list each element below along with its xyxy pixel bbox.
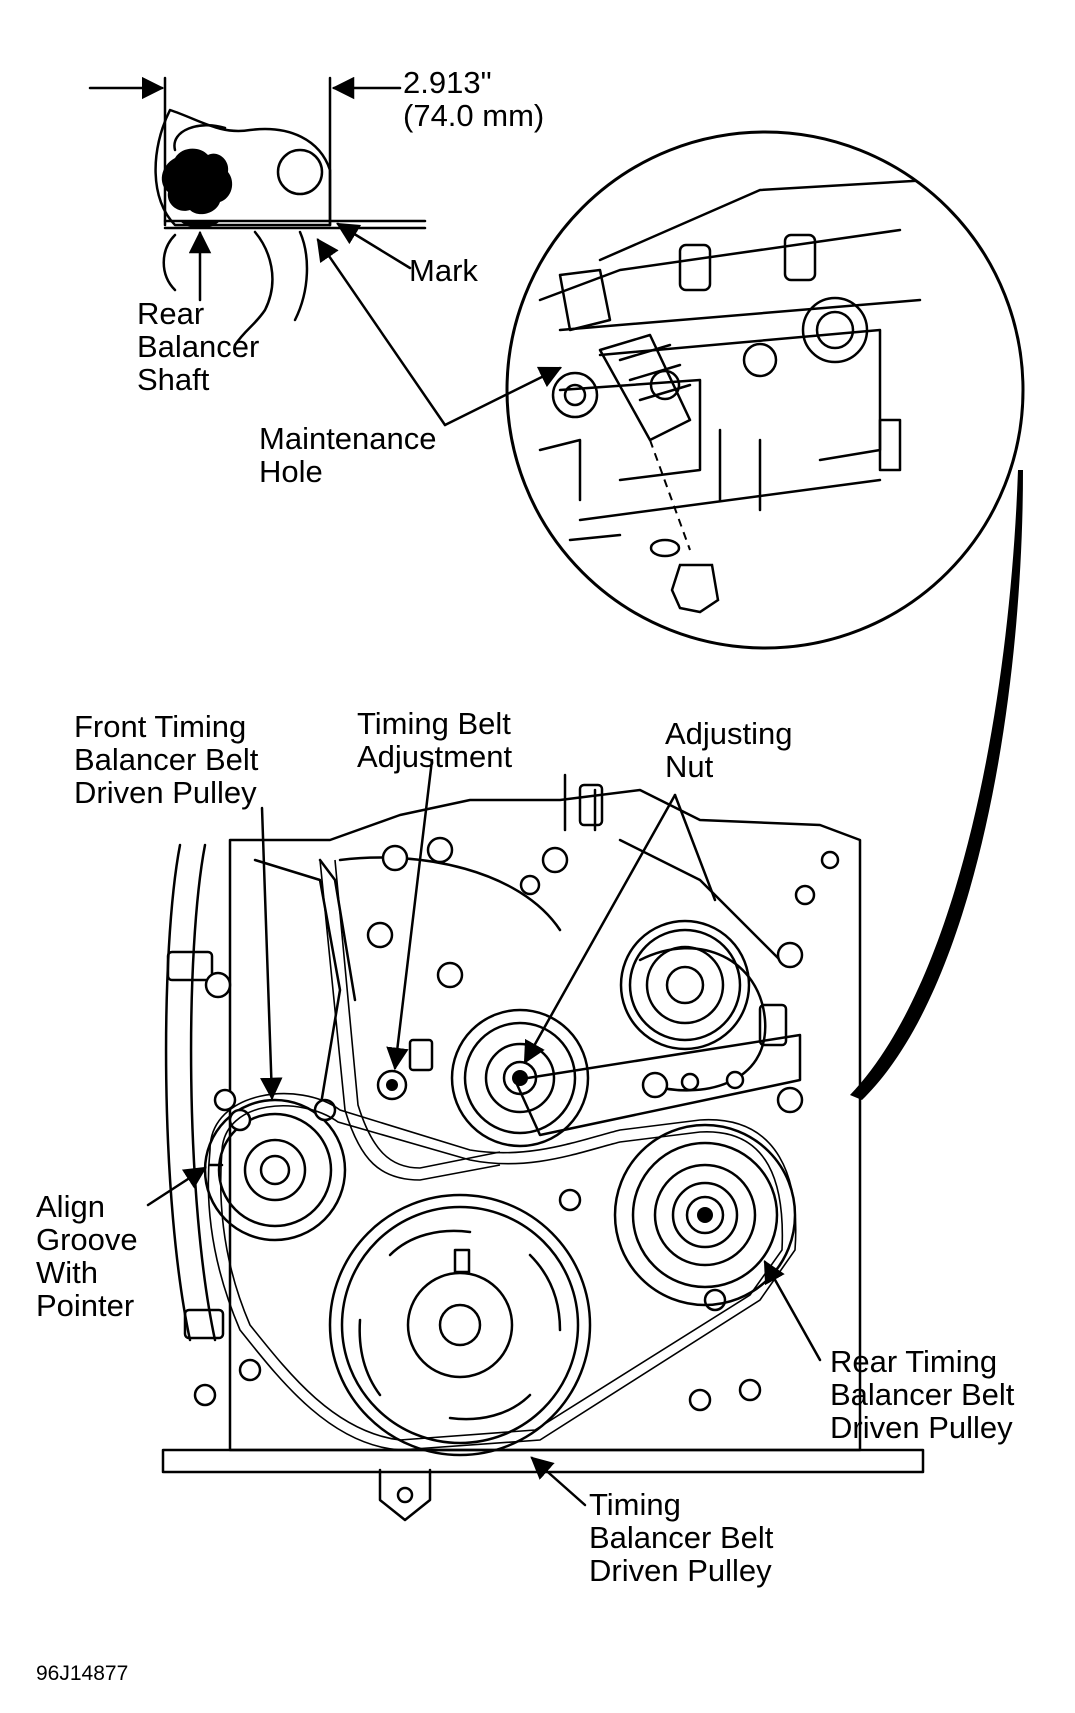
label-line: Balancer Belt: [830, 1377, 1015, 1412]
timing-belt-adjustment-label: Timing Belt Adjustment: [357, 707, 512, 773]
label-line: Rear Timing: [830, 1344, 998, 1379]
dimension-label: 2.913" (74.0 mm): [403, 66, 544, 132]
label-line: Nut: [665, 749, 714, 784]
label-line: Front Timing: [74, 709, 247, 744]
label-line: Driven Pulley: [74, 775, 257, 810]
label-line: Pointer: [36, 1288, 135, 1323]
rear-balancer-shaft-label: Rear Balancer Shaft: [137, 297, 259, 396]
timing-balancer-belt-driven-pulley-label: Timing Balancer Belt Driven Pulley: [589, 1488, 773, 1587]
balancer-shaft-detail: [88, 76, 563, 427]
adjusting-nut-label: Adjusting Nut: [665, 717, 793, 783]
engine-front-view: [161, 773, 925, 1522]
figure-id: 96J14877: [36, 1662, 129, 1685]
label-line: Adjustment: [357, 739, 513, 774]
dimension-inches: 2.913": [403, 65, 492, 100]
leader-lines: [146, 758, 822, 1507]
maintenance-hole-detail: [505, 130, 1025, 1100]
mark-label: Mark: [409, 253, 478, 288]
label-line: Groove: [36, 1222, 138, 1257]
label-line: Adjusting: [665, 716, 793, 751]
label-line: Timing: [589, 1487, 681, 1522]
maintenance-hole-label: Maintenance Hole: [259, 422, 437, 488]
label-line: Driven Pulley: [589, 1553, 772, 1588]
label-line: Maintenance: [259, 421, 437, 456]
label-line: Hole: [259, 454, 323, 489]
label-line: Shaft: [137, 362, 210, 397]
label-line: Align: [36, 1189, 105, 1224]
rear-timing-balancer-belt-driven-pulley-label: Rear Timing Balancer Belt Driven Pulley: [830, 1345, 1014, 1444]
dimension-mm: (74.0 mm): [403, 98, 545, 133]
label-line: Balancer Belt: [589, 1520, 774, 1555]
label-line: Timing Belt: [357, 706, 511, 741]
label-line: With: [36, 1255, 98, 1290]
label-line: Balancer Belt: [74, 742, 259, 777]
front-timing-balancer-belt-driven-pulley-label: Front Timing Balancer Belt Driven Pulley: [74, 710, 258, 809]
align-groove-with-pointer-label: Align Groove With Pointer: [36, 1190, 138, 1322]
label-line: Rear: [137, 296, 205, 331]
label-line: Driven Pulley: [830, 1410, 1013, 1445]
label-line: Balancer: [137, 329, 260, 364]
